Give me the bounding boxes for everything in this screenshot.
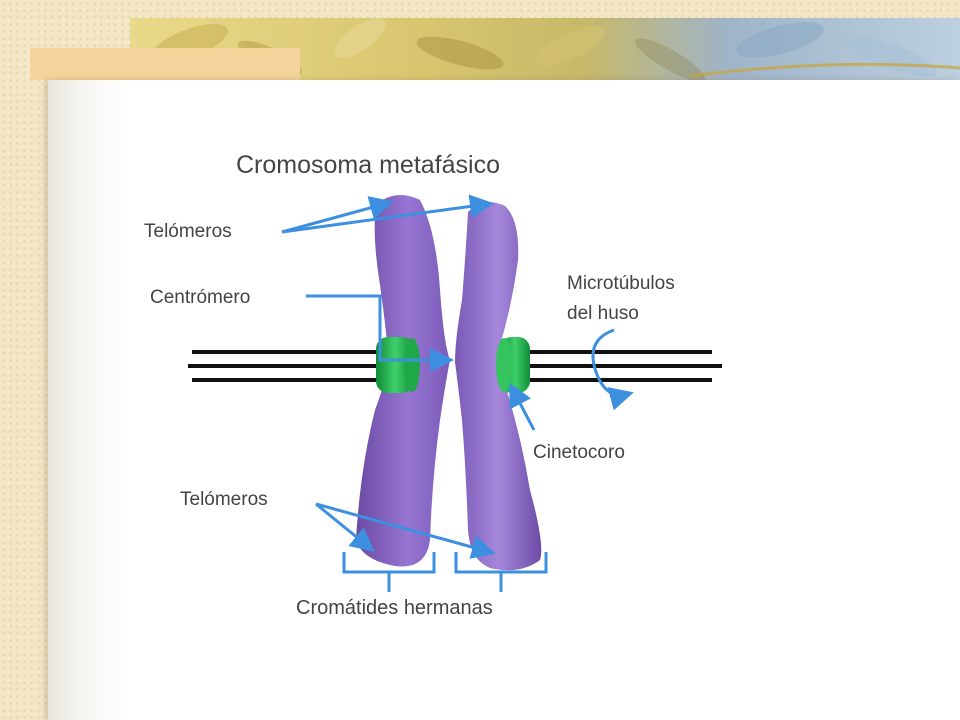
label-spindle-line2: del huso — [567, 303, 639, 324]
right-kinetochore — [496, 337, 530, 393]
diagram-title: Cromosoma metafásico — [236, 151, 500, 179]
decorative-strip — [30, 48, 300, 80]
label-centromere: Centrómero — [150, 287, 250, 308]
label-telomeres-bottom: Telómeros — [180, 489, 268, 510]
microtubules — [188, 350, 722, 382]
label-spindle-line1: Microtúbulos — [567, 273, 675, 294]
pointer-lines — [281, 194, 634, 559]
sister-chromatid-brackets — [342, 552, 548, 592]
left-kinetochore — [376, 337, 420, 393]
label-sister-chromatids: Cromátides hermanas — [296, 597, 493, 619]
right-chromatid — [455, 202, 542, 571]
label-kinetochore: Cinetocoro — [533, 442, 625, 463]
label-telomeres-top: Telómeros — [144, 221, 232, 242]
